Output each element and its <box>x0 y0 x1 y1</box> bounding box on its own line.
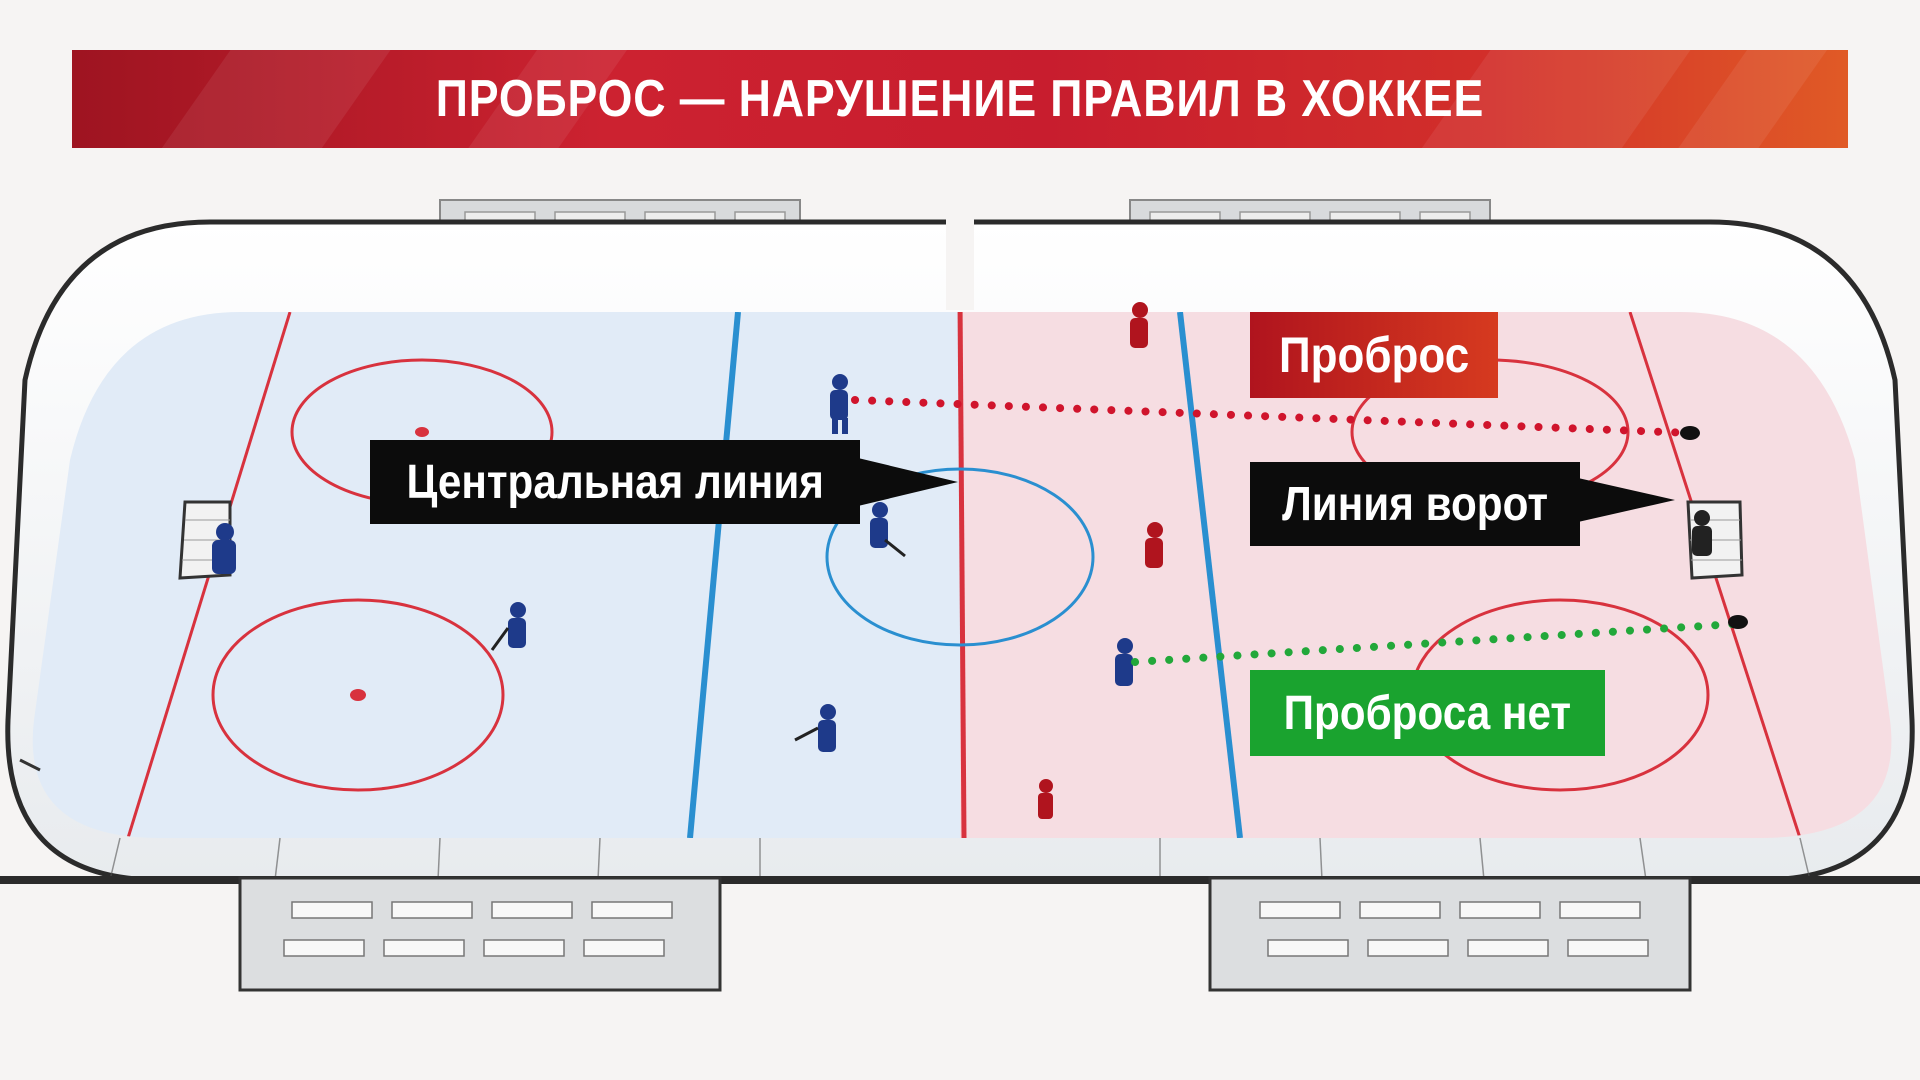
no-icing-label: Проброса нет <box>1250 670 1605 756</box>
title-banner: ПРОБРОС — НАРУШЕНИЕ ПРАВИЛ В ХОККЕЕ <box>72 50 1848 148</box>
hockey-player-icon <box>794 704 836 752</box>
puck-icon <box>1728 615 1748 629</box>
goal-line-label: Линия ворот <box>1250 462 1580 546</box>
hockey-player-icon <box>1115 638 1133 686</box>
page-title: ПРОБРОС — НАРУШЕНИЕ ПРАВИЛ В ХОККЕЕ <box>435 70 1485 128</box>
faceoff-circle-bottom-left <box>211 598 505 792</box>
blue-line-left <box>687 312 741 838</box>
goal-line-pointer <box>1578 478 1675 522</box>
hockey-player-icon <box>1145 522 1163 568</box>
hockey-player-icon <box>1038 779 1053 819</box>
hockey-player-icon <box>1130 302 1148 348</box>
ice-surface <box>32 312 1892 838</box>
center-line-label: Центральная линия <box>370 440 860 524</box>
hockey-player-icon <box>1692 510 1712 556</box>
faceoff-dot <box>415 427 429 437</box>
bench-gap <box>946 200 974 310</box>
blue-line-right <box>1177 312 1243 838</box>
hockey-player-icon <box>490 602 526 651</box>
hockey-player-icon <box>870 502 906 558</box>
icing-path <box>851 396 1694 437</box>
faceoff-dot <box>350 689 366 701</box>
center-line-pointer <box>858 458 958 506</box>
hockey-player-icon <box>830 374 848 434</box>
front-stands <box>238 876 1692 992</box>
center-circle <box>825 467 1095 647</box>
glass-panels <box>109 837 1811 881</box>
hockey-player-icon <box>212 523 236 574</box>
center-line <box>957 312 967 838</box>
no-icing-path <box>1131 620 1739 666</box>
icing-label: Проброс <box>1250 312 1498 398</box>
puck-icon <box>1680 426 1700 440</box>
